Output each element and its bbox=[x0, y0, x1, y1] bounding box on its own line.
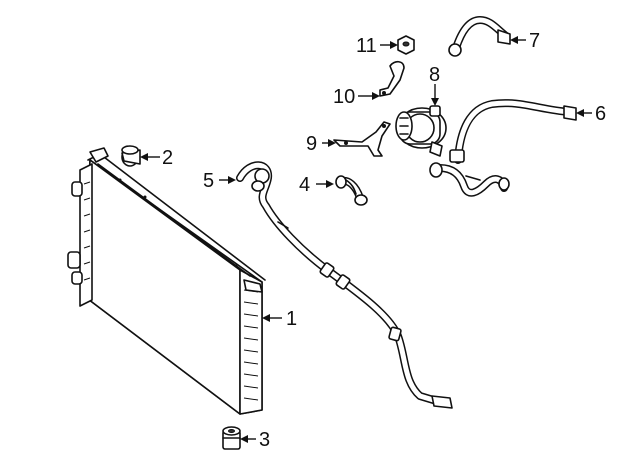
callout-1-label: 1 bbox=[286, 308, 297, 330]
callout-6: 6 bbox=[576, 103, 606, 125]
callout-5-label: 5 bbox=[203, 170, 214, 192]
callout-8-label: 8 bbox=[429, 64, 440, 86]
callout-5: 5 bbox=[203, 170, 236, 192]
callout-11-label: 11 bbox=[356, 35, 377, 57]
hose-assembly-part bbox=[429, 99, 577, 197]
callout-10-label: 10 bbox=[333, 86, 355, 108]
water-pump-part bbox=[395, 105, 447, 157]
long-hose-part bbox=[236, 161, 453, 409]
callout-6-label: 6 bbox=[595, 103, 606, 125]
clamp-bracket-part bbox=[379, 60, 405, 97]
callout-9-label: 9 bbox=[306, 133, 317, 155]
pump-bracket-part bbox=[333, 121, 391, 157]
callout-9: 9 bbox=[306, 133, 336, 155]
radiator-part bbox=[67, 147, 266, 415]
upper-hose-part bbox=[448, 16, 511, 57]
nut-part bbox=[397, 35, 415, 55]
callout-10: 10 bbox=[333, 86, 380, 108]
callout-7-label: 7 bbox=[529, 30, 540, 52]
mount-bushing-part bbox=[222, 426, 241, 450]
cap-part bbox=[121, 145, 141, 167]
callout-11: 11 bbox=[356, 35, 398, 57]
callout-2: 2 bbox=[140, 147, 173, 169]
callout-4-label: 4 bbox=[299, 174, 310, 196]
callout-8: 8 bbox=[429, 64, 440, 106]
callout-3-label: 3 bbox=[259, 429, 270, 451]
callout-2-label: 2 bbox=[162, 147, 173, 169]
callout-4: 4 bbox=[299, 174, 334, 196]
callout-1: 1 bbox=[262, 308, 297, 330]
hose-connector-part bbox=[335, 175, 368, 206]
callout-7: 7 bbox=[510, 30, 540, 52]
callout-3: 3 bbox=[240, 429, 270, 451]
radiator-fins bbox=[83, 181, 259, 401]
